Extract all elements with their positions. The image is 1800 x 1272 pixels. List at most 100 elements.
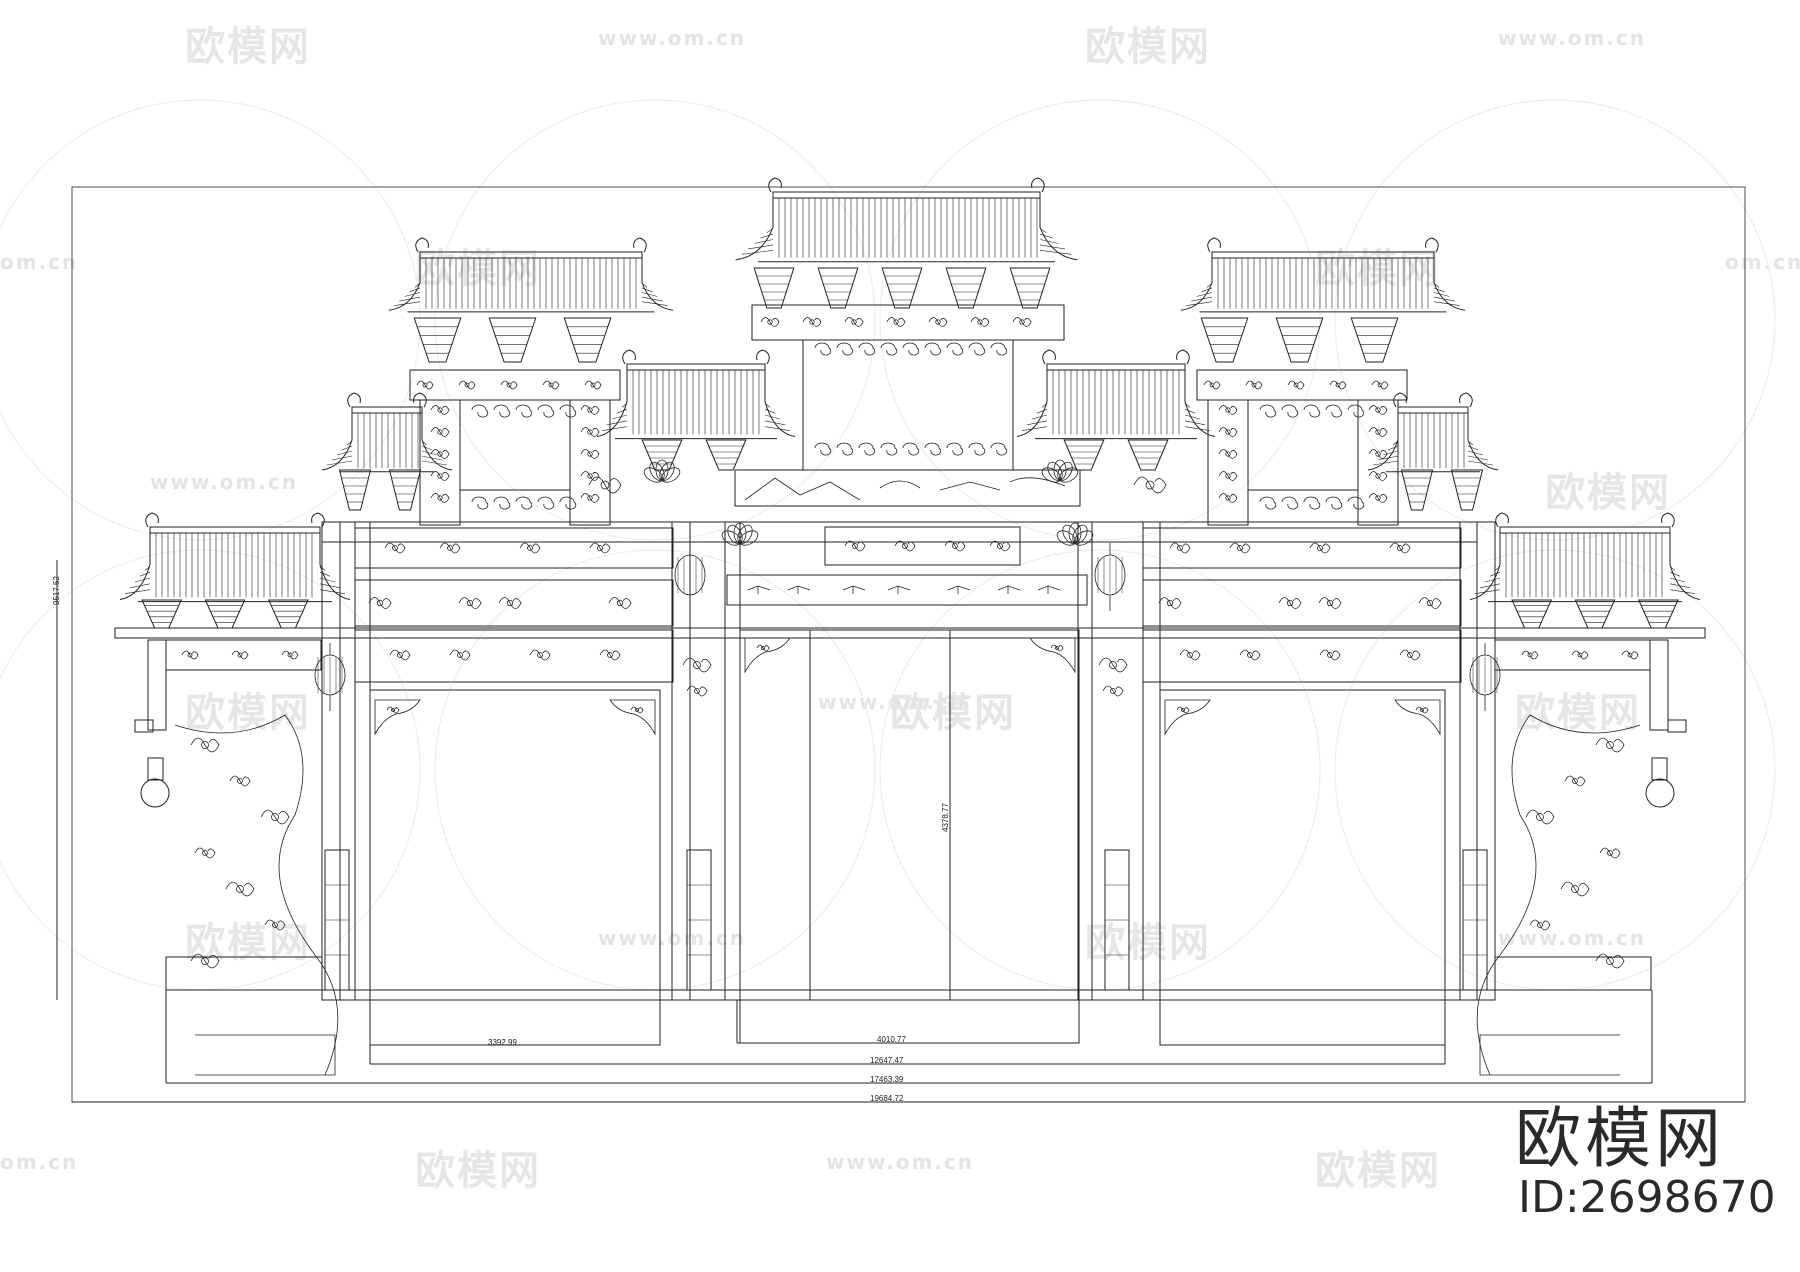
cloud-curl [1347, 404, 1365, 418]
scroll-eye [1407, 652, 1413, 658]
bracket-scroll [1050, 644, 1064, 652]
scroll-eye [1145, 480, 1155, 490]
scroll-curl [1012, 317, 1032, 327]
cloud-curl [537, 496, 555, 510]
dimension-lines [0, 99, 1776, 1103]
scroll-curl [1218, 449, 1238, 459]
ridge-end-ornament [1495, 512, 1509, 528]
watermark-logo: 欧模网 [185, 24, 311, 70]
center-upper-panel [802, 339, 1014, 471]
post-carving [580, 405, 600, 415]
crane-bird [787, 585, 811, 594]
scroll-eye [893, 319, 899, 325]
cloud-curl [559, 404, 577, 418]
roof-wing-rib [1669, 566, 1676, 571]
scroll-eye [437, 473, 443, 479]
bracket-outline [1164, 699, 1211, 736]
frieze-scroll [844, 317, 864, 327]
ridge-end-ornament [1207, 237, 1221, 253]
cloud-curl [946, 342, 964, 356]
bracket-scroll [630, 706, 644, 714]
bracket-outline [609, 699, 656, 736]
scroll-curl [229, 775, 251, 787]
scroll-eye [1420, 708, 1424, 712]
roof-wing-rib [1433, 301, 1460, 306]
cloud-curl [515, 496, 533, 510]
roof-ridge [149, 526, 321, 534]
scroll-eye [590, 382, 596, 388]
lamp-holder [147, 757, 164, 781]
roof-wing-rib [1191, 296, 1213, 302]
roof-wing-rib [641, 287, 653, 293]
pillar [1142, 521, 1161, 1001]
ground-line [321, 989, 1496, 1001]
floral-scroll [608, 597, 632, 609]
watermark-logo: 欧模网 [185, 920, 311, 966]
roof-wing-rib [764, 403, 771, 408]
ridge-end-ornament [756, 349, 770, 365]
cloud-curl [968, 442, 986, 456]
scroll-curl [886, 317, 906, 327]
cloud-curl [836, 442, 854, 456]
scroll-curl [599, 649, 621, 661]
left-side-floral-carving [174, 714, 339, 1076]
scroll-eye [392, 545, 398, 551]
roof-wing-rib [764, 420, 786, 426]
roof-wing-rib [1186, 301, 1213, 306]
roof-ridge [626, 363, 766, 371]
dim-label-overall-height: 9517.52 [52, 576, 61, 605]
scroll-curl [1329, 380, 1347, 390]
scroll-curl [1529, 919, 1551, 931]
roof-eave-outline [119, 532, 351, 600]
dougong-bracket [1275, 317, 1324, 363]
dougong-bracket [1400, 469, 1434, 511]
scroll-curl [1319, 649, 1341, 661]
roof-wing-rib [1031, 414, 1048, 420]
scroll-curl [844, 540, 866, 552]
roof-wing-rib [741, 250, 774, 255]
post-carving [1368, 405, 1388, 415]
scroll-curl [1564, 775, 1586, 787]
dim-label-overall-width: 19684.72 [870, 1094, 904, 1103]
roof-eave-outline [735, 197, 1078, 261]
scroll-eye [1606, 741, 1614, 749]
roof-wing-rib [1382, 450, 1399, 456]
scroll-eye [287, 652, 293, 658]
vine-scroll [589, 542, 611, 554]
scroll-curl [580, 471, 600, 481]
lantern [1094, 543, 1126, 611]
scroll-curl [1368, 427, 1388, 437]
floral-scroll [1278, 597, 1302, 609]
roof-wing-rib [1669, 571, 1681, 577]
corner-bracket [744, 637, 791, 674]
cloud-curl [1303, 496, 1321, 510]
scroll-eye [464, 382, 470, 388]
floral-scroll [1239, 649, 1261, 661]
roof-eave-outline [1469, 532, 1701, 600]
scroll-eye [587, 407, 593, 413]
roof-wing-rib [1201, 287, 1213, 293]
bracket-outline [1029, 637, 1076, 674]
scroll-eye [1177, 545, 1183, 551]
center-cloud-band-bottom [814, 442, 1008, 456]
scroll-curl [181, 650, 199, 660]
left-middle-brackets [641, 439, 747, 471]
roof-wing-rib [1494, 566, 1501, 571]
hanging-ornament [1102, 685, 1124, 697]
cloud-curl [1325, 404, 1343, 418]
scroll-eye [236, 885, 244, 893]
floral-curl [190, 737, 220, 753]
scroll-eye [851, 319, 857, 325]
ridge-end-ornament [622, 349, 636, 365]
floral-scroll [1179, 649, 1201, 661]
cloud-curl [880, 442, 898, 456]
overall-dimension-frame [71, 186, 1746, 1103]
lotus-petal [661, 467, 681, 483]
roof-wing-rib [1433, 287, 1445, 293]
scroll-curl [1595, 737, 1625, 753]
scroll-eye [1225, 495, 1231, 501]
right-middle-brackets [1063, 439, 1169, 471]
floral-scroll [1319, 649, 1341, 661]
corner-bracket [609, 699, 656, 736]
